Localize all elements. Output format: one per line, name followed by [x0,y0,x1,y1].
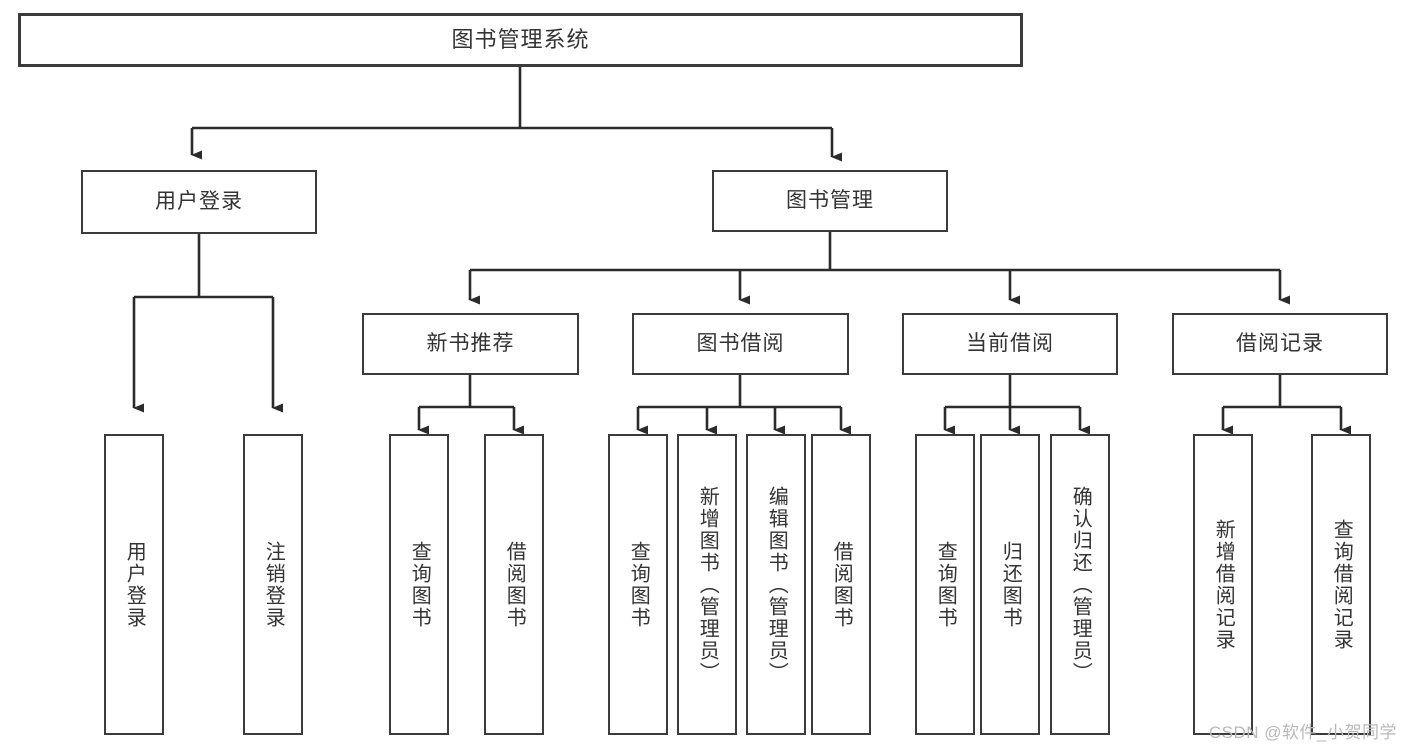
leaf-edit-book-admin[interactable]: 编辑图书（管理员） [746,434,806,735]
node-label: 图书管理系统 [451,27,590,53]
leaf-label: 归还图书 [999,540,1022,629]
leaf-query-borrow-record[interactable]: 查询借阅记录 [1311,434,1371,735]
node-root-book-management-system[interactable]: 图书管理系统 [18,13,1023,67]
leaf-query-books-borrow[interactable]: 查询图书 [608,434,668,735]
leaf-label: 查询图书 [934,540,957,629]
leaf-label: 查询借阅记录 [1330,518,1353,651]
leaf-label: 借阅图书 [830,540,853,629]
leaf-query-books-current[interactable]: 查询图书 [915,434,975,735]
node-label: 借阅记录 [1236,331,1324,355]
watermark-text: CSDN @软件_小贺同学 [1208,723,1397,742]
leaf-label: 用户登录 [123,540,146,629]
leaf-borrow-books-newbook[interactable]: 借阅图书 [484,434,544,735]
leaf-label: 注销登录 [262,540,285,629]
leaf-confirm-return-admin[interactable]: 确认归还（管理员） [1050,434,1110,735]
leaf-label: 查询图书 [408,540,431,629]
leaf-query-books-newbook[interactable]: 查询图书 [389,434,449,735]
leaf-return-books[interactable]: 归还图书 [980,434,1040,735]
node-label: 图书管理 [786,188,874,212]
leaf-user-login[interactable]: 用户登录 [104,434,164,735]
leaf-logout[interactable]: 注销登录 [243,434,303,735]
leaf-label: 新增图书（管理员） [696,485,719,684]
node-label: 新书推荐 [426,331,515,355]
leaf-label: 借阅图书 [503,540,526,629]
leaf-label: 确认归还（管理员） [1069,485,1092,684]
node-label: 当前借阅 [966,331,1054,355]
node-book-borrowing[interactable]: 图书借阅 [632,313,849,375]
node-current-borrowing[interactable]: 当前借阅 [902,313,1118,375]
node-borrowing-record[interactable]: 借阅记录 [1172,313,1388,375]
leaf-label: 编辑图书（管理员） [765,485,788,684]
leaf-label: 新增借阅记录 [1212,518,1235,651]
leaf-borrow-books-borrow[interactable]: 借阅图书 [811,434,871,735]
node-new-book-recommendation[interactable]: 新书推荐 [362,313,579,375]
node-user-login[interactable]: 用户登录 [81,170,317,234]
node-label: 用户登录 [155,189,243,213]
leaf-label: 查询图书 [627,540,650,629]
node-book-management[interactable]: 图书管理 [712,170,948,232]
node-label: 图书借阅 [696,331,785,355]
leaf-add-borrow-record[interactable]: 新增借阅记录 [1193,434,1253,735]
leaf-add-book-admin[interactable]: 新增图书（管理员） [677,434,737,735]
